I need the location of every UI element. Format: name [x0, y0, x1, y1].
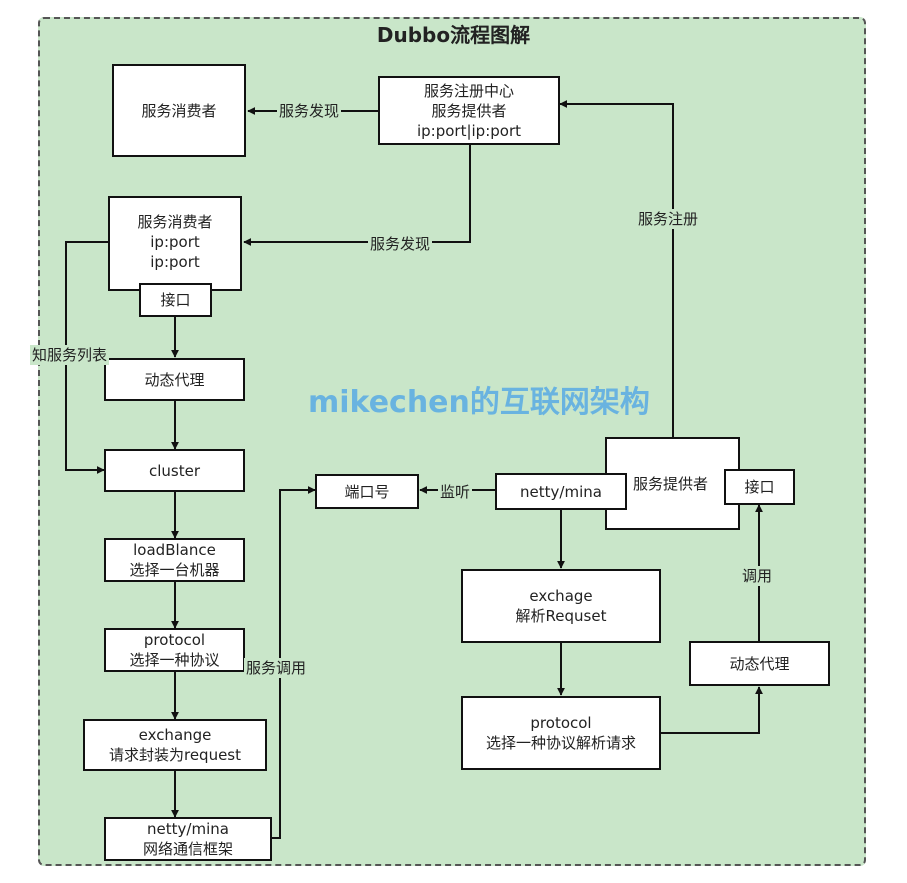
- dynamic-proxy-right-box: 动态代理: [689, 641, 830, 686]
- port-number-box: 端口号: [315, 474, 419, 509]
- edge-protocol-right-to-proxy: [660, 686, 763, 734]
- exchange-left-box: exchange 请求封装为request: [83, 719, 267, 771]
- diagram-title: Dubbo流程图解: [376, 23, 531, 47]
- edge-provider-to-registry: [559, 100, 674, 437]
- edge-registry-to-consumer-main: [243, 145, 471, 246]
- consumer-interface-box: 接口: [139, 283, 212, 317]
- label-service-discovery-top: 服务发现: [277, 101, 342, 121]
- protocol-right-box: protocol 选择一种协议解析请求: [461, 696, 661, 770]
- cluster-box: cluster: [104, 449, 245, 492]
- protocol-left-box: protocol 选择一种协议: [104, 628, 245, 672]
- consumer-top-box: 服务消费者: [112, 64, 246, 157]
- provider-interface-box: 接口: [724, 469, 795, 505]
- label-service-call: 服务调用: [244, 658, 309, 678]
- netty-left-box: netty/mina 网络通信框架: [104, 817, 272, 861]
- dynamic-proxy-left-box: 动态代理: [104, 358, 245, 401]
- consumer-main-box: 服务消费者 ip:port ip:port: [108, 196, 242, 291]
- label-invoke: 调用: [740, 566, 775, 586]
- label-service-register: 服务注册: [636, 209, 701, 229]
- netty-right-box: netty/mina: [495, 473, 627, 510]
- watermark: mikechen的互联网架构: [308, 385, 650, 420]
- registry-center-box: 服务注册中心 服务提供者 ip:port|ip:port: [378, 76, 560, 145]
- loadbalance-box: loadBlance 选择一台机器: [104, 538, 245, 582]
- exchange-right-box: exchage 解析Requset: [461, 569, 661, 643]
- label-listen: 监听: [438, 482, 473, 502]
- label-service-discovery-main: 服务发现: [368, 234, 433, 254]
- label-service-list: 知服务列表: [30, 345, 110, 365]
